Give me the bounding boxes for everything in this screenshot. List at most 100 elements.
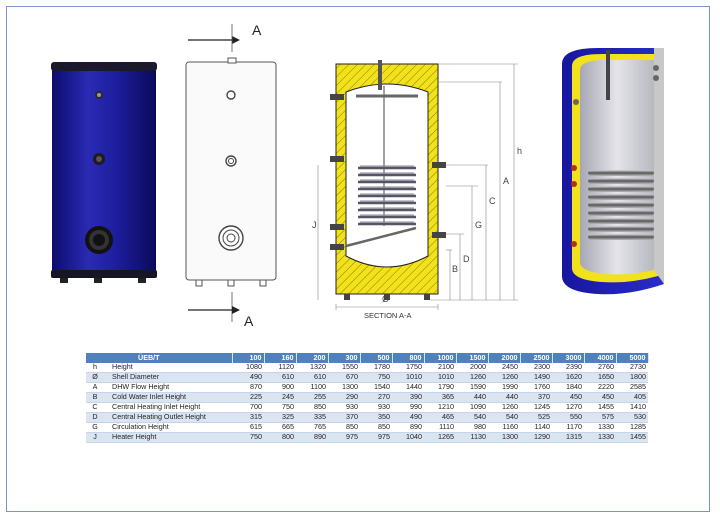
table-cell: 1260 <box>488 372 520 383</box>
table-cell: 1090 <box>456 402 488 413</box>
row-symbol: C <box>86 402 104 413</box>
table-cell: 1760 <box>520 382 552 393</box>
col-header: 1500 <box>456 353 489 363</box>
table-cell: 1040 <box>392 432 424 443</box>
table-cell: 525 <box>520 412 552 423</box>
table-cell: 1590 <box>456 382 488 393</box>
table-cell: 290 <box>328 392 360 403</box>
section-marker-top: A <box>252 22 262 38</box>
table-cell: 2300 <box>520 362 552 373</box>
table-cell: 1265 <box>424 432 456 443</box>
table-cell: 1110 <box>424 422 456 433</box>
table-cell: 2220 <box>584 382 616 393</box>
table-cell: 1620 <box>552 372 584 383</box>
table-cell: 615 <box>232 422 264 433</box>
row-label: Heater Height <box>104 432 232 443</box>
table-cell: 1650 <box>584 372 616 383</box>
table-cell: 850 <box>328 422 360 433</box>
table-cell: 540 <box>488 412 520 423</box>
tank-outline-view <box>185 24 277 322</box>
table-cell: 370 <box>520 392 552 403</box>
col-header: 2000 <box>488 353 521 363</box>
col-header: 1000 <box>424 353 457 363</box>
row-label: Shell Diameter <box>104 372 232 383</box>
table-cell: 405 <box>616 392 648 403</box>
table-cell: 2450 <box>488 362 520 373</box>
table-cell: 2100 <box>424 362 456 373</box>
table-cell: 325 <box>264 412 296 423</box>
row-symbol: J <box>86 432 104 443</box>
table-cell: 750 <box>264 402 296 413</box>
table-cell: 700 <box>232 402 264 413</box>
table-cell: 465 <box>424 412 456 423</box>
table-cell: 1540 <box>360 382 392 393</box>
table-cell: 800 <box>264 432 296 443</box>
table-cell: 1260 <box>488 402 520 413</box>
coil <box>588 170 654 240</box>
table-cell: 900 <box>264 382 296 393</box>
table-cell: 750 <box>360 372 392 383</box>
table-cell: 2760 <box>584 362 616 373</box>
table-cell: 315 <box>232 412 264 423</box>
dim-label-c: C <box>489 196 496 206</box>
table-cell: 350 <box>360 412 392 423</box>
table-cell: 390 <box>392 392 424 403</box>
tank-front-view <box>51 62 157 283</box>
tank-cutaway-render <box>562 48 664 295</box>
table-cell: 1320 <box>296 362 328 373</box>
table-cell: 665 <box>264 422 296 433</box>
table-cell: 490 <box>392 412 424 423</box>
dim-label-h: h <box>517 146 522 156</box>
table-cell: 270 <box>360 392 392 403</box>
section-drawing: h A C G D B J Ø <box>312 60 522 310</box>
table-cell: 1300 <box>328 382 360 393</box>
table-cell: 1270 <box>552 402 584 413</box>
table-cell: 1290 <box>520 432 552 443</box>
table-cell: 670 <box>328 372 360 383</box>
table-cell: 1210 <box>424 402 456 413</box>
row-symbol: Ø <box>86 372 104 383</box>
table-cell: 610 <box>264 372 296 383</box>
table-cell: 1120 <box>264 362 296 373</box>
table-cell: 2390 <box>552 362 584 373</box>
row-symbol: G <box>86 422 104 433</box>
table-cell: 1260 <box>456 372 488 383</box>
table-cell: 1330 <box>584 422 616 433</box>
table-cell: 450 <box>584 392 616 403</box>
table-cell: 1170 <box>552 422 584 433</box>
row-label: Central Heating Outlet Height <box>104 412 232 423</box>
col-header: 800 <box>392 353 425 363</box>
dim-label-g: G <box>475 220 482 230</box>
table-cell: 750 <box>232 432 264 443</box>
table-cell: 1840 <box>552 382 584 393</box>
table-cell: 870 <box>232 382 264 393</box>
table-cell: 550 <box>552 412 584 423</box>
table-cell: 2730 <box>616 362 648 373</box>
col-header: 2500 <box>520 353 553 363</box>
table-cell: 610 <box>296 372 328 383</box>
table-cell: 1245 <box>520 402 552 413</box>
row-label: Central Heating Inlet Height <box>104 402 232 413</box>
table-cell: 245 <box>264 392 296 403</box>
table-cell: 1080 <box>232 362 264 373</box>
table-cell: 1455 <box>616 432 648 443</box>
table-cell: 1140 <box>520 422 552 433</box>
col-header: 500 <box>360 353 393 363</box>
table-cell: 1490 <box>520 372 552 383</box>
table-cell: 335 <box>296 412 328 423</box>
col-header: 5000 <box>616 353 649 363</box>
table-cell: 1440 <box>392 382 424 393</box>
table-cell: 440 <box>488 392 520 403</box>
specs-table: ÜEB/T 100 160 200 300 500 800 1000 1500 … <box>86 353 649 443</box>
row-label: Height <box>104 362 232 373</box>
table-cell: 1315 <box>552 432 584 443</box>
table-cell: 450 <box>552 392 584 403</box>
section-caption: SECTION A-A <box>364 311 412 320</box>
